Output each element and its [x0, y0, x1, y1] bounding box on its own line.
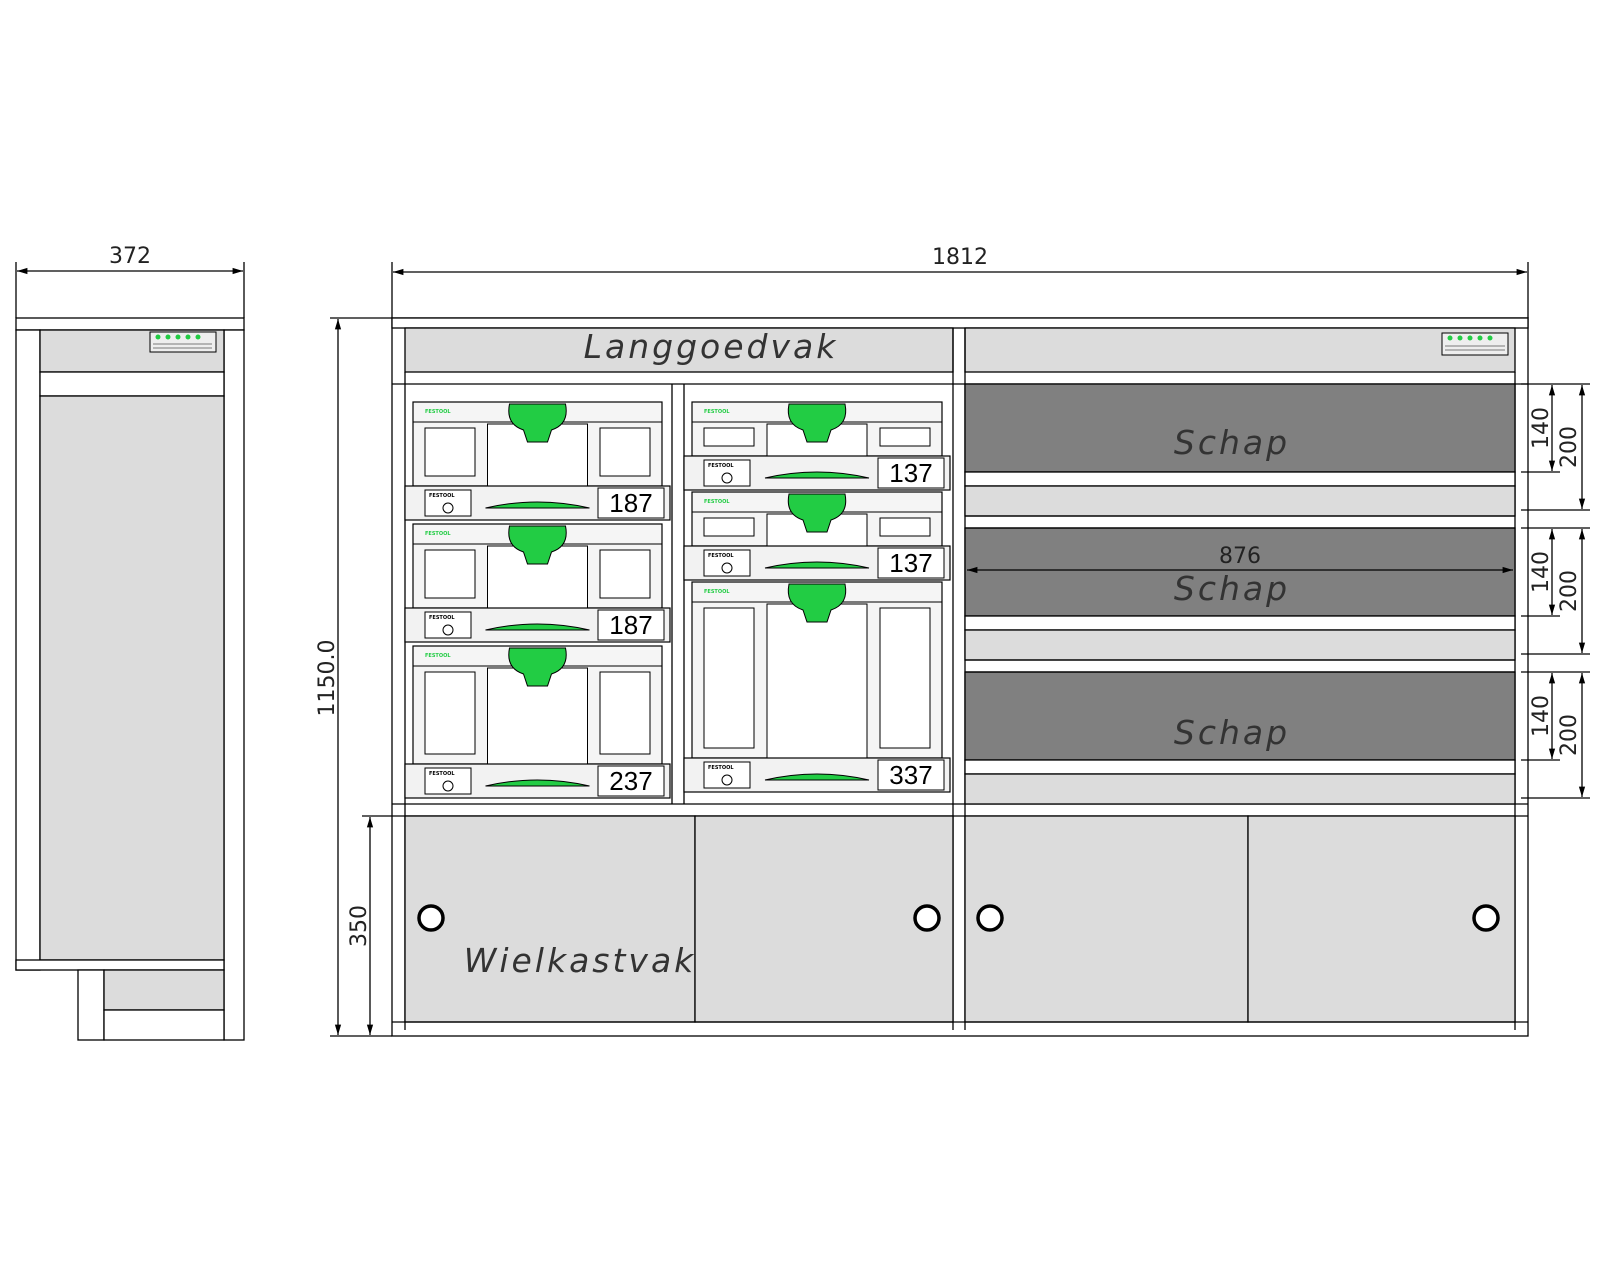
shelf-label: Schap: [1174, 713, 1290, 752]
handle-icon[interactable]: [787, 583, 847, 623]
wheel-compartment-label: Wielkastvak: [464, 941, 697, 980]
systainer[interactable]: FESTOOL FESTOOL 187: [404, 523, 671, 643]
dim-200: 200: [1557, 714, 1582, 756]
top-compartment-label: Langgoedvak: [584, 327, 839, 366]
sliding-door[interactable]: [1247, 815, 1516, 1023]
dim-140: 140: [1529, 407, 1554, 449]
side-width-dimension: 372: [109, 244, 151, 269]
brand-label: FESTOOL: [708, 765, 734, 771]
door-handle-icon[interactable]: [417, 904, 445, 932]
brand-label: FESTOOL: [708, 463, 734, 469]
systainer[interactable]: FESTOOL FESTOOL 337: [683, 581, 951, 793]
brand-label: FESTOOL: [425, 653, 451, 659]
brand-label: FESTOOL: [704, 589, 730, 595]
label-plate-icon: [149, 331, 217, 353]
brand-label: FESTOOL: [429, 615, 455, 621]
systainer-size-label: 187: [609, 610, 652, 640]
front-handle-icon[interactable]: [764, 471, 870, 479]
brand-label: FESTOOL: [708, 553, 734, 559]
sliding-door[interactable]: [964, 815, 1249, 1023]
handle-icon[interactable]: [787, 493, 847, 533]
door-handle-icon[interactable]: [1472, 904, 1500, 932]
shelf-width-dimension: 876: [1219, 544, 1261, 569]
front-handle-icon[interactable]: [485, 501, 590, 509]
latch-icon[interactable]: [721, 774, 733, 786]
brand-label: FESTOOL: [425, 409, 451, 415]
bottom-height-dimension: 350: [347, 905, 372, 947]
label-plate-icon: [1441, 332, 1509, 356]
brand-label: FESTOOL: [704, 499, 730, 505]
shelf-depth-dimensions: 140 200 140 200 140 200: [1521, 383, 1590, 799]
door-handle-icon[interactable]: [913, 904, 941, 932]
shelf-label: Schap: [1174, 423, 1290, 462]
front-view: 1812 1150.0 350 Langgoedvak: [315, 245, 1590, 1037]
latch-icon[interactable]: [721, 562, 733, 574]
latch-icon[interactable]: [442, 780, 454, 792]
dim-200: 200: [1557, 426, 1582, 468]
shelf-1: Schap: [964, 383, 1516, 517]
sliding-door[interactable]: [404, 815, 696, 1023]
systainer-size-label: 237: [609, 766, 652, 796]
brand-label: FESTOOL: [429, 493, 455, 499]
dim-140: 140: [1529, 695, 1554, 737]
dim-140: 140: [1529, 551, 1554, 593]
wheel-compartment: Wielkastvak: [392, 815, 1528, 1023]
side-view: 372: [15, 244, 245, 1041]
systainer-size-label: 137: [889, 548, 932, 578]
handle-icon[interactable]: [787, 403, 847, 443]
door-handle-icon[interactable]: [976, 904, 1004, 932]
systainer[interactable]: FESTOOL FESTOOL 137: [683, 491, 951, 581]
front-handle-icon[interactable]: [485, 623, 590, 631]
systainer[interactable]: FESTOOL FESTOOL 237: [404, 645, 671, 799]
handle-icon[interactable]: [508, 525, 567, 565]
front-handle-icon[interactable]: [764, 773, 870, 781]
total-height-dimension: 1150.0: [315, 640, 340, 717]
shelf-3: Schap: [964, 671, 1516, 805]
brand-label: FESTOOL: [429, 771, 455, 777]
systainer[interactable]: FESTOOL FESTOOL 137: [683, 401, 951, 491]
latch-icon[interactable]: [721, 472, 733, 484]
handle-icon[interactable]: [508, 403, 567, 443]
brand-label: FESTOOL: [704, 409, 730, 415]
systainer-size-label: 337: [889, 760, 932, 790]
shelf-label: Schap: [1174, 569, 1290, 608]
latch-icon[interactable]: [442, 624, 454, 636]
handle-icon[interactable]: [508, 647, 567, 687]
systainer-size-label: 137: [889, 458, 932, 488]
systainer[interactable]: FESTOOL FESTOOL 187: [404, 401, 671, 521]
total-width-dimension: 1812: [932, 245, 988, 270]
front-handle-icon[interactable]: [764, 561, 870, 569]
systainer-size-label: 187: [609, 488, 652, 518]
front-handle-icon[interactable]: [485, 779, 590, 787]
dim-200: 200: [1557, 570, 1582, 612]
brand-label: FESTOOL: [425, 531, 451, 537]
sliding-door[interactable]: [694, 815, 954, 1023]
latch-icon[interactable]: [442, 502, 454, 514]
